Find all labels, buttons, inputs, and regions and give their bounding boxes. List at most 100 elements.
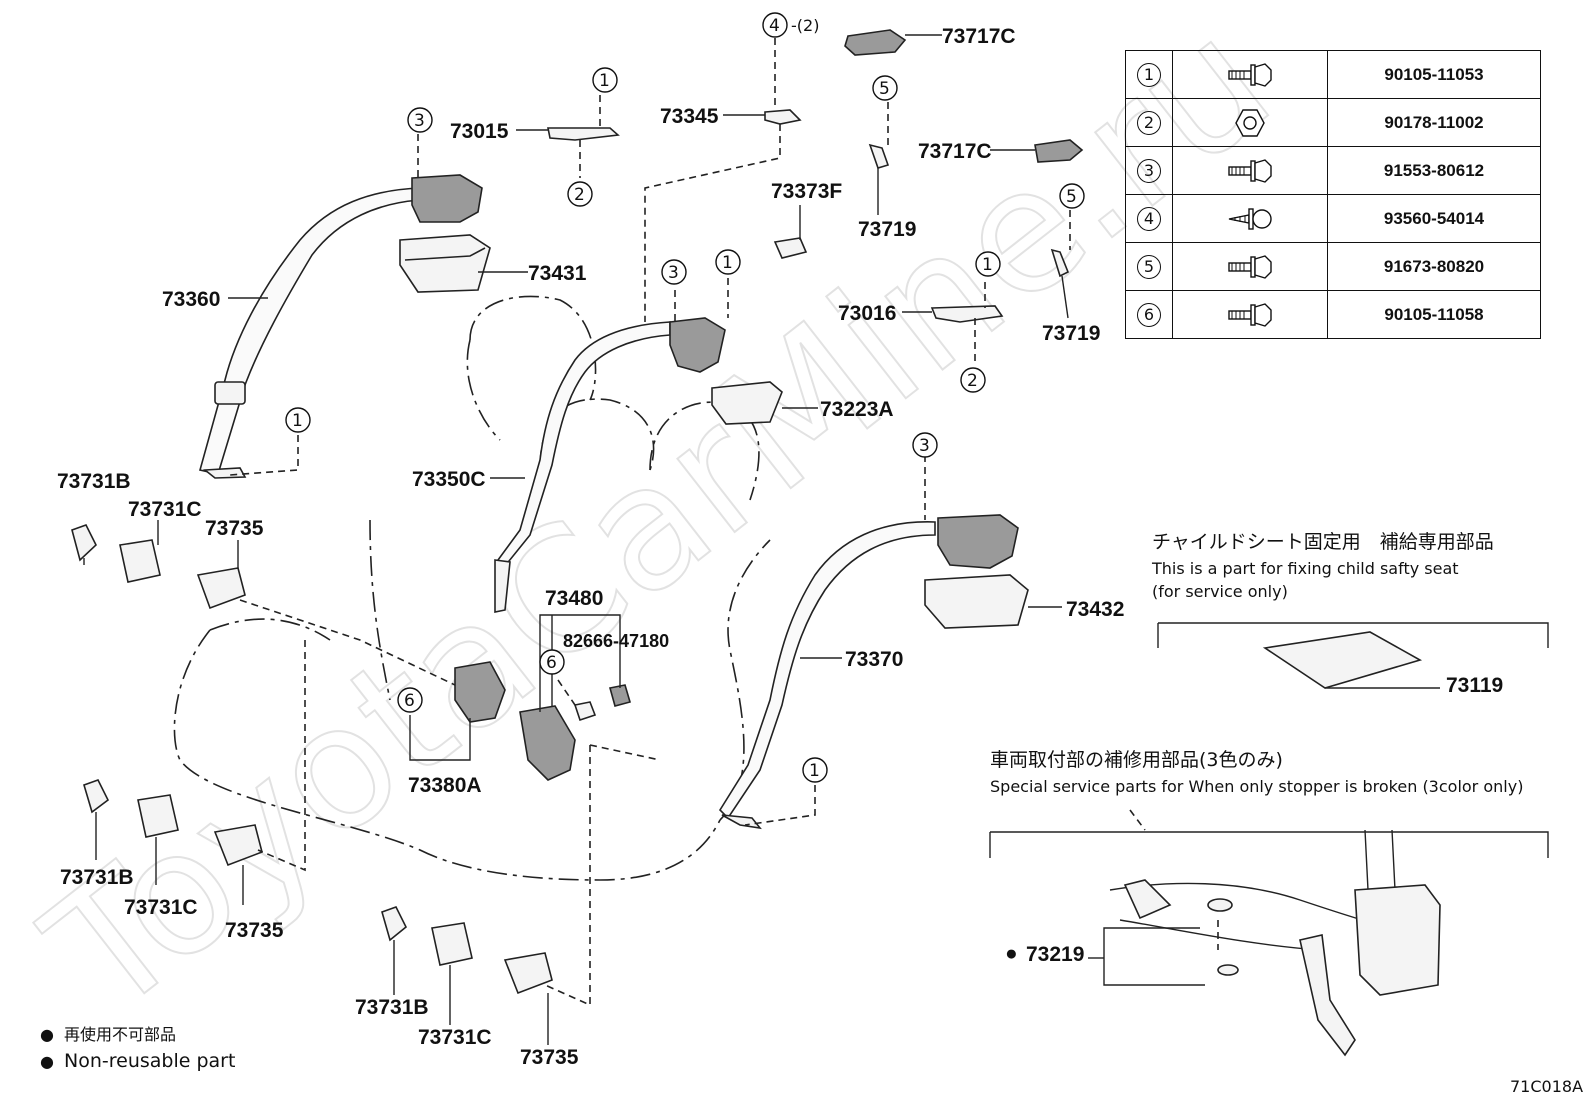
label-73015[interactable]: 73015 (450, 120, 509, 143)
buckle-73380A[interactable] (454, 661, 506, 723)
legend-bullet-en: ● (40, 1052, 54, 1071)
cover-73432[interactable] (924, 574, 1029, 629)
label-73373F[interactable]: 73373F (771, 180, 842, 203)
svg-text:2: 2 (967, 371, 978, 391)
child-seat-title-ja: チャイルドシート固定用 補給専用部品 (1152, 531, 1494, 553)
label-73370[interactable]: 73370 (845, 648, 903, 671)
svg-text:3: 3 (668, 263, 679, 283)
label-73360[interactable]: 73360 (162, 288, 220, 311)
fastener-part-number[interactable]: 91553-80612 (1327, 146, 1541, 195)
legend: ● 再使用不可部品 ● Non-reusable part (40, 1025, 235, 1072)
cover-73431[interactable] (399, 234, 491, 293)
callout-1-73015: 1 (592, 67, 618, 93)
label-73345[interactable]: 73345 (660, 105, 719, 128)
svg-text:6: 6 (404, 691, 415, 711)
diagram-code: 71C018A (1510, 1077, 1583, 1096)
anchor-73719-right[interactable] (1050, 248, 1070, 278)
callout-4-top: 4 (762, 12, 788, 38)
label-73719-left[interactable]: 73719 (858, 218, 916, 241)
cover-73223A[interactable] (711, 381, 783, 425)
callout-1-73350C: 1 (715, 249, 741, 275)
label-73431[interactable]: 73431 (528, 262, 587, 285)
callout-1-73370: 1 (802, 757, 828, 783)
clip-73735-c[interactable] (503, 952, 553, 995)
fastener-ref-cell: 4 (1125, 194, 1173, 243)
clip-73731B-b[interactable] (83, 779, 110, 814)
fastener-row: 6 90105-11058 (1125, 290, 1541, 339)
seat-belt-73370[interactable] (718, 521, 936, 830)
label-82666-47180[interactable]: 82666-47180 (563, 631, 669, 651)
stopper-section: 車両取付部の補修用部品(3色のみ) Special service parts … (990, 749, 1523, 966)
svg-text:4: 4 (769, 16, 780, 36)
svg-text:3: 3 (919, 436, 930, 456)
fastener-ref-cell: 3 (1125, 146, 1173, 195)
label-73731C-c[interactable]: 73731C (418, 1026, 492, 1049)
label-73119[interactable]: 73119 (1446, 674, 1503, 697)
svg-text:5: 5 (879, 79, 890, 99)
label-73735-b[interactable]: 73735 (225, 919, 284, 942)
label-73731C-b[interactable]: 73731C (124, 896, 198, 919)
fastener-ref-cell: 6 (1125, 290, 1173, 339)
label-73480[interactable]: 73480 (545, 587, 603, 610)
clip-73731B-a[interactable] (71, 524, 97, 562)
cover-73717C-mid[interactable] (1034, 139, 1084, 163)
label-73350C[interactable]: 73350C (412, 468, 486, 491)
fastener-part-number[interactable]: 91673-80820 (1327, 242, 1541, 291)
child-seat-anchor-73119[interactable] (1262, 631, 1423, 689)
label-73735-c[interactable]: 73735 (520, 1046, 579, 1069)
fastener-part-number[interactable]: 90178-11002 (1327, 98, 1541, 147)
child-seat-service-note: (for service only) (1152, 582, 1288, 601)
label-73731B-b[interactable]: 73731B (60, 866, 134, 889)
cap-73373F[interactable] (773, 237, 808, 259)
label-73432[interactable]: 73432 (1066, 598, 1124, 621)
label-73016[interactable]: 73016 (838, 302, 896, 325)
clip-73731B-c[interactable] (381, 906, 408, 942)
clip-73731C-c[interactable] (431, 922, 473, 966)
label-73717C-top[interactable]: 73717C (942, 25, 1016, 48)
label-73735-a[interactable]: 73735 (205, 517, 264, 540)
retractor-73350C[interactable] (669, 317, 726, 373)
fastener-ref-cell: 5 (1125, 242, 1173, 291)
seat-belt-73360[interactable] (199, 187, 421, 479)
guide-73345[interactable] (764, 109, 802, 125)
cover-73717C-top[interactable] (844, 29, 907, 56)
retractor-73360[interactable] (411, 174, 483, 223)
stopper-assembly-drawing (1109, 829, 1441, 1057)
seat-belt-73350C[interactable] (494, 321, 671, 613)
anchor-73719-left[interactable] (868, 143, 890, 169)
label-73731B-a[interactable]: 73731B (57, 470, 131, 493)
callout-1-73360: 1 (285, 407, 311, 433)
retractor-73370[interactable] (937, 514, 1019, 569)
clip-73735-a[interactable] (196, 567, 246, 610)
callout-5-right: 5 (1059, 183, 1085, 209)
buckle-73480[interactable] (519, 701, 597, 781)
clip-73731C-a[interactable] (119, 539, 161, 583)
legend-bullet-ja: ● (40, 1025, 54, 1044)
svg-text:1: 1 (722, 253, 733, 273)
callout-1-73016: 1 (975, 251, 1001, 277)
bracket-73015[interactable] (547, 127, 620, 141)
part-labels: 73717C 73717C 73015 73345 73373F 73719 7… (57, 16, 1124, 1069)
label-73380A[interactable]: 73380A (408, 774, 482, 797)
svg-text:1: 1 (292, 411, 303, 431)
fastener-ref-cell: 2 (1125, 98, 1173, 147)
cover-82666-47180[interactable] (608, 684, 631, 707)
solid-leaders (83, 34, 1549, 1045)
fastener-ref-number: 6 (1137, 302, 1161, 327)
clip-73731C-b[interactable] (137, 794, 179, 838)
label-73223A[interactable]: 73223A (820, 398, 894, 421)
fastener-part-number[interactable]: 90105-11058 (1327, 290, 1541, 339)
fastener-row: 2 90178-11002 (1125, 98, 1541, 147)
label-73731C-a[interactable]: 73731C (128, 498, 202, 521)
label-73719-right[interactable]: 73719 (1042, 322, 1100, 345)
label-73219[interactable]: 73219 (1026, 943, 1084, 966)
fastener-row: 3 91553-80612 (1125, 146, 1541, 195)
label-73731B-c[interactable]: 73731B (355, 996, 429, 1019)
stopper-title-ja: 車両取付部の補修用部品(3色のみ) (990, 749, 1283, 771)
label-73717C-mid[interactable]: 73717C (918, 140, 992, 163)
fastener-part-number[interactable]: 90105-11053 (1327, 50, 1541, 99)
fastener-part-number[interactable]: 93560-54014 (1327, 194, 1541, 243)
